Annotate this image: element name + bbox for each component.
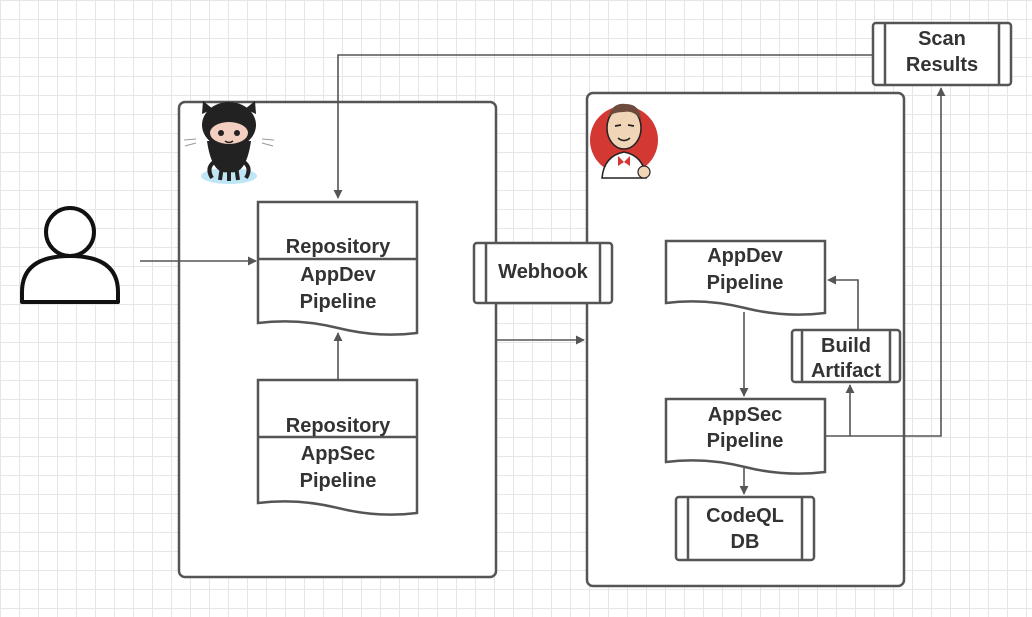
jenkins-appsec-line1: AppSec (708, 404, 782, 426)
repo-appsec-line3: Pipeline (300, 470, 377, 492)
repo-appdev-line3: Pipeline (300, 291, 377, 313)
repo-appdev-node: Repository AppDev Pipeline (256, 200, 419, 336)
build-artifact-line2: Artifact (811, 360, 881, 382)
scan-results-line2: Results (906, 54, 978, 76)
jenkins-appdev-node: AppDev Pipeline (664, 239, 827, 316)
codeql-db-node: CodeQL DB (674, 495, 816, 562)
repo-appsec-line2: AppSec (301, 443, 375, 465)
codeql-db-line2: DB (731, 531, 760, 553)
repo-appsec-line1: Repository (286, 415, 391, 437)
github-octocat-icon (183, 101, 275, 184)
repo-appsec-node: Repository AppSec Pipeline (256, 378, 419, 516)
repo-appdev-line1: Repository (286, 236, 391, 258)
jenkins-appdev-line2: Pipeline (707, 272, 784, 294)
build-artifact-node: Build Artifact (790, 328, 902, 384)
jenkins-appsec-line2: Pipeline (707, 430, 784, 452)
repo-appdev-line2: AppDev (300, 264, 376, 286)
edge-scan-results-to-repo (333, 54, 873, 199)
codeql-db-line1: CodeQL (706, 505, 784, 527)
edge-build-artifact-to-appdev (827, 275, 859, 330)
user-icon (20, 206, 120, 304)
webhook-node: Webhook (472, 241, 614, 305)
webhook-label: Webhook (498, 261, 589, 283)
build-artifact-line1: Build (821, 335, 871, 357)
scan-results-line1: Scan (918, 28, 966, 50)
jenkins-icon (590, 103, 658, 179)
jenkins-appdev-line1: AppDev (707, 245, 783, 267)
scan-results-node: Scan Results (871, 21, 1013, 87)
edge-appsec-to-scan-results (850, 87, 946, 437)
jenkins-appsec-node: AppSec Pipeline (664, 397, 827, 475)
